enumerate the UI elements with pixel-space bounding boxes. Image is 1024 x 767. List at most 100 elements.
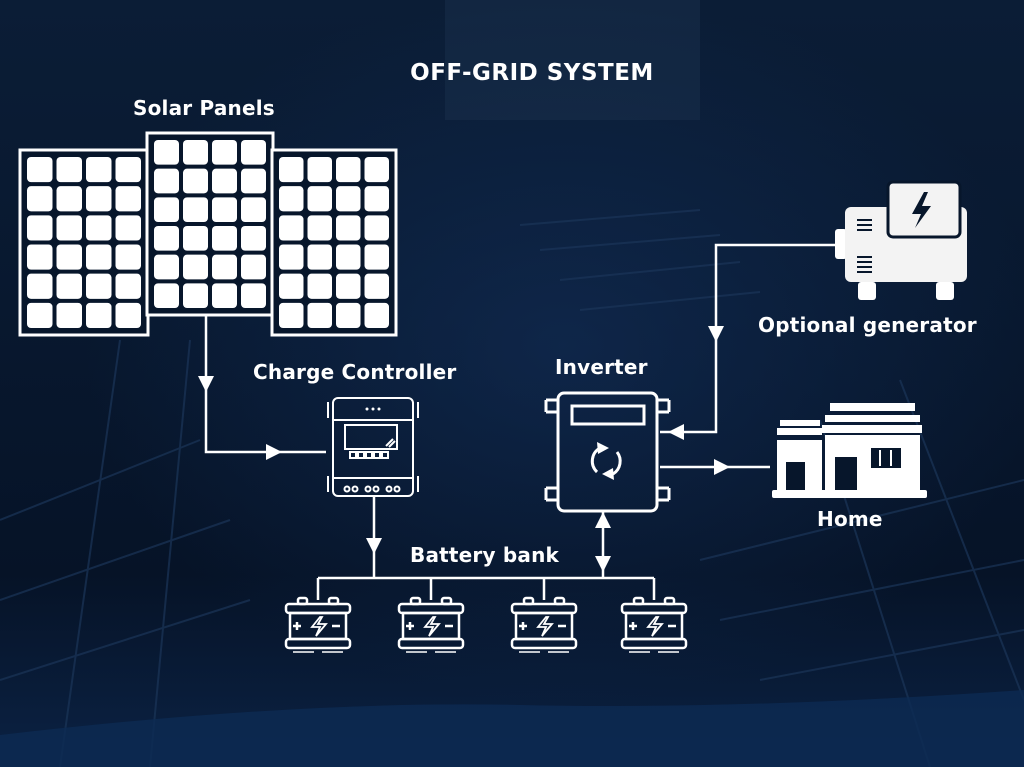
solar-cell: [27, 302, 53, 328]
solar-panel: [145, 131, 275, 317]
solar-cell: [183, 254, 208, 280]
solar-cell: [336, 186, 361, 212]
solar-cell: [307, 157, 332, 183]
solar-cell: [154, 197, 179, 222]
solar-cell: [56, 215, 82, 241]
charge-controller-icon: [327, 397, 419, 497]
battery-icon: [620, 596, 688, 653]
solar-cell: [27, 273, 53, 299]
house-icon: [772, 403, 927, 498]
battery-bank-label: Battery bank: [410, 543, 560, 567]
solar-cell: [86, 244, 112, 270]
solar-cell: [154, 168, 179, 194]
solar-cell: [183, 168, 208, 194]
solar-cell: [212, 140, 237, 165]
solar-cell: [279, 186, 304, 212]
solar-cell: [56, 302, 82, 328]
solar-cell: [279, 215, 304, 241]
solar-cell: [212, 226, 237, 251]
home-label: Home: [817, 507, 883, 531]
solar-cell: [212, 197, 237, 222]
solar-cell: [115, 186, 141, 212]
solar-cell: [27, 244, 53, 270]
solar-cell: [154, 283, 179, 308]
inverter-label: Inverter: [555, 355, 648, 379]
solar-panels-label: Solar Panels: [133, 96, 275, 120]
solar-cell: [154, 226, 179, 251]
solar-cell: [183, 197, 208, 222]
arrow-down-icon: [198, 376, 214, 392]
solar-cell: [364, 157, 389, 183]
solar-cell: [364, 302, 389, 328]
solar-cell: [56, 186, 82, 212]
solar-cell: [364, 244, 389, 270]
connector-lines: [204, 243, 850, 600]
arrow-right-icon: [266, 444, 282, 460]
solar-panel: [270, 148, 398, 337]
solar-cell: [154, 254, 179, 280]
solar-cell: [183, 283, 208, 308]
solar-cell: [307, 244, 332, 270]
solar-cell: [115, 157, 141, 183]
solar-cell: [212, 254, 237, 280]
solar-cell: [336, 273, 361, 299]
solar-cell: [241, 140, 266, 165]
solar-cell: [241, 254, 266, 280]
solar-cell: [241, 226, 266, 251]
solar-cell: [241, 283, 266, 308]
solar-cell: [279, 273, 304, 299]
solar-cell: [364, 273, 389, 299]
charge-controller-label: Charge Controller: [253, 360, 457, 384]
solar-cell: [241, 168, 266, 194]
solar-cell: [154, 140, 179, 165]
arrow-right-icon: [714, 459, 730, 475]
solar-cell: [336, 157, 361, 183]
solar-cell: [27, 215, 53, 241]
solar-cell: [279, 157, 304, 183]
connector-solar-to-controller: [204, 334, 326, 454]
solar-cell: [183, 226, 208, 251]
battery-icon: [284, 596, 352, 653]
arrow-down-icon: [708, 326, 724, 342]
arrows: [198, 326, 730, 572]
solar-cell: [212, 283, 237, 308]
solar-cell: [27, 186, 53, 212]
solar-cell: [279, 244, 304, 270]
solar-cell: [307, 273, 332, 299]
solar-cell: [86, 157, 112, 183]
solar-panel-icon: [18, 131, 398, 337]
solar-cell: [241, 197, 266, 222]
arrow-down-icon: [595, 556, 611, 572]
solar-cell: [364, 186, 389, 212]
solar-cell: [183, 140, 208, 165]
solar-cell: [27, 157, 53, 183]
battery-icon: [397, 596, 465, 653]
solar-cell: [307, 302, 332, 328]
solar-cell: [56, 157, 82, 183]
battery-icon: [510, 596, 578, 653]
solar-cell: [115, 302, 141, 328]
solar-cell: [86, 273, 112, 299]
solar-cell: [307, 186, 332, 212]
solar-cell: [212, 168, 237, 194]
solar-cell: [336, 215, 361, 241]
solar-cell: [86, 186, 112, 212]
generator-icon: [835, 180, 967, 300]
solar-cell: [364, 215, 389, 241]
solar-cell: [115, 273, 141, 299]
solar-cell: [336, 244, 361, 270]
solar-cell: [336, 302, 361, 328]
arrow-up-icon: [595, 512, 611, 528]
solar-cell: [56, 273, 82, 299]
generator-label: Optional generator: [758, 313, 977, 337]
connector-generator-to-inverter: [660, 243, 850, 434]
solar-cell: [279, 302, 304, 328]
arrow-down-icon: [366, 538, 382, 554]
arrow-left-icon: [668, 424, 684, 440]
solar-cell: [86, 215, 112, 241]
solar-cell: [115, 215, 141, 241]
solar-cell: [307, 215, 332, 241]
solar-cell: [86, 302, 112, 328]
